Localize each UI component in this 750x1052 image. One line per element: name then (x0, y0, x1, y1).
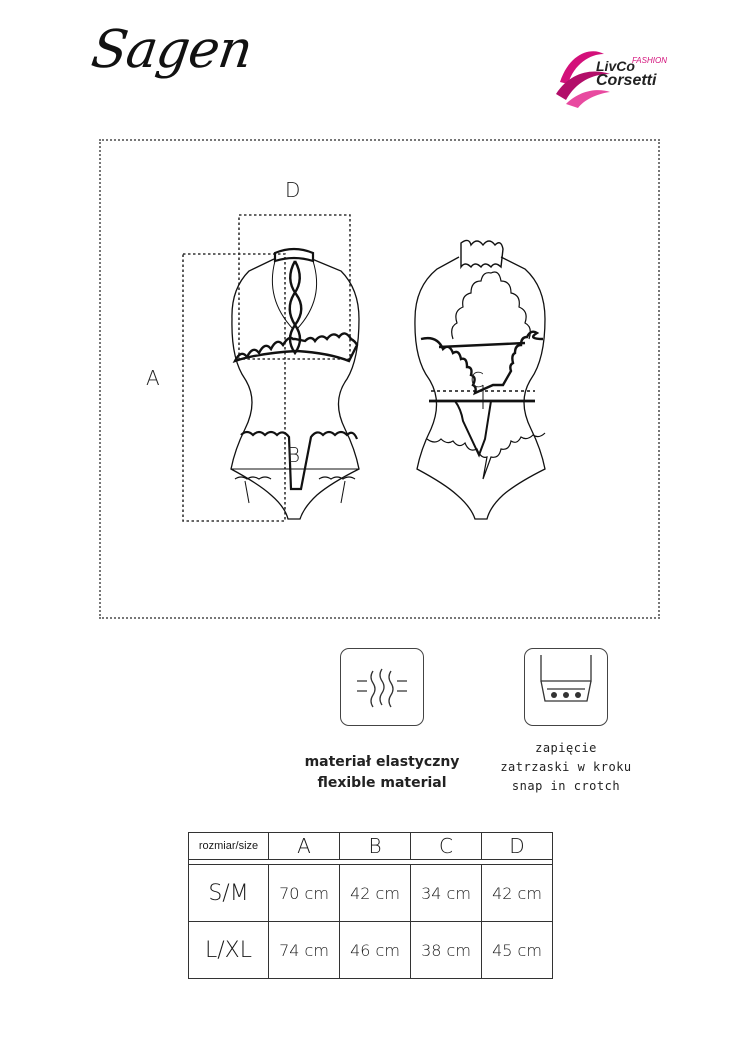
column-header-b: B (339, 832, 411, 860)
size-table-header: rozmiar/size A B C D (188, 832, 553, 860)
column-header-a: A (268, 832, 340, 860)
feature-line: zatrzaski w kroku (500, 760, 632, 774)
size-table: rozmiar/size A B C D S/M 70 cm 42 cm 34 … (188, 832, 553, 979)
value-cell: 42 cm (339, 864, 411, 922)
front-view (230, 247, 360, 520)
table-row: S/M 70 cm 42 cm 34 cm 42 cm (188, 864, 553, 922)
feature-line: flexible material (317, 775, 447, 791)
feature-line: zapięcie (535, 741, 597, 755)
value-cell: 46 cm (339, 921, 411, 979)
column-header-c: C (410, 832, 482, 860)
size-cell: S/M (188, 864, 269, 922)
value-cell: 38 cm (410, 921, 482, 979)
value-cell: 74 cm (268, 921, 340, 979)
garment-drawing (182, 214, 546, 522)
feature-line: snap in crotch (511, 779, 621, 793)
column-header-d: D (481, 832, 553, 860)
measure-a-box (182, 253, 286, 522)
size-table-header-label: rozmiar/size (188, 832, 269, 860)
snap-closure-icon (524, 648, 608, 726)
stretch-material-icon (340, 648, 424, 726)
dimension-label-b: B (287, 443, 301, 467)
value-cell: 45 cm (481, 921, 553, 979)
feature-line: materiał elastyczny (304, 754, 460, 770)
feature-snap-crotch-text: zapięcie zatrzaski w kroku snap in crotc… (476, 739, 656, 796)
size-cell: L/XL (188, 921, 269, 979)
value-cell: 42 cm (481, 864, 553, 922)
brand-swoosh-icon (556, 51, 610, 108)
feature-flexible-material-text: materiał elastyczny flexible material (282, 752, 482, 794)
product-name: Sagen (87, 20, 256, 80)
dimension-label-c: C (470, 368, 484, 392)
value-cell: 34 cm (410, 864, 482, 922)
dimension-label-d: D (285, 178, 301, 202)
brand-logo: LivCo FASHION Corsetti (552, 42, 702, 112)
diagram-frame (99, 139, 660, 619)
measure-d-box (238, 214, 351, 360)
dimension-label-a: A (146, 366, 160, 390)
value-cell: 70 cm (268, 864, 340, 922)
back-view (414, 239, 546, 520)
brand-name-corsetti: Corsetti (596, 72, 657, 89)
brand-name-livco: LivCo (596, 58, 635, 74)
table-row: L/XL 74 cm 46 cm 38 cm 45 cm (188, 921, 553, 979)
brand-tag-fashion: FASHION (632, 56, 667, 65)
